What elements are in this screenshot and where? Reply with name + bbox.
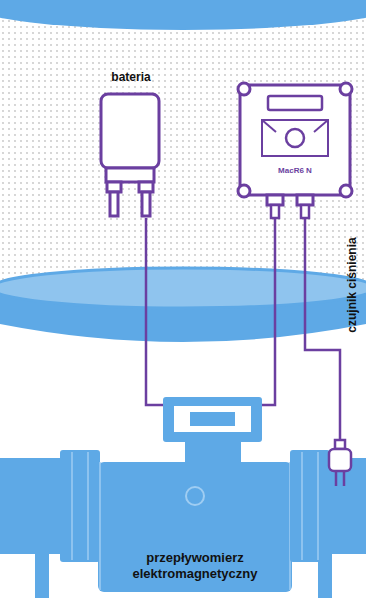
wire-connector xyxy=(274,218,277,400)
wire-connector xyxy=(145,218,148,400)
flowmeter-box: przepływomierz elektromagnetyczny xyxy=(0,400,366,598)
battery-symbol xyxy=(95,68,167,218)
sensor-wire xyxy=(305,218,340,440)
tank-top xyxy=(0,0,366,30)
sensor-label: czujnik ciśnienia xyxy=(345,237,359,332)
tank-texture xyxy=(0,12,366,297)
device-label: MacR6 N xyxy=(246,166,344,176)
controller-box: MacR6 N xyxy=(232,80,357,218)
node-heading: bateria xyxy=(95,70,167,84)
battery-box: bateria xyxy=(95,68,167,218)
tank-rim xyxy=(0,268,366,308)
node-label: przepływomierz elektromagnetyczny xyxy=(98,550,292,581)
controller-symbol xyxy=(232,80,357,218)
